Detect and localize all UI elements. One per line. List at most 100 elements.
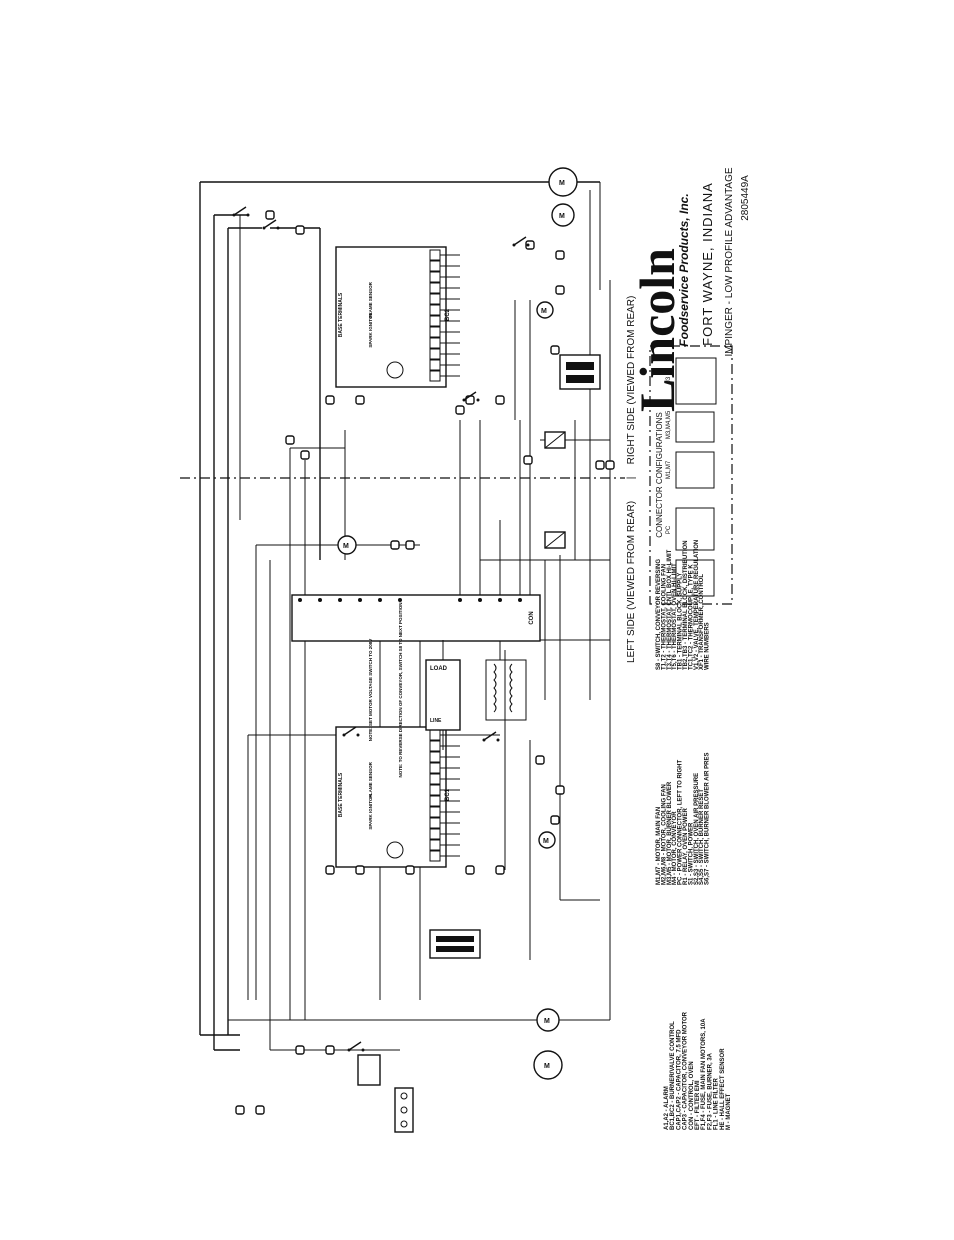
connector-label-pc: PC: [666, 525, 672, 534]
motors: M M M M M M M: [337, 167, 578, 1080]
legend-item: M2,M6,M8 - MOTOR, COOLING FAN: [661, 784, 667, 885]
wire-connector: [525, 240, 535, 250]
wire-connector: [235, 1105, 245, 1115]
motor: M: [536, 1008, 560, 1032]
control-board-id: CON: [529, 611, 535, 624]
legend-item: A1,A2 - ALARM: [664, 1086, 670, 1130]
wire-connector: [265, 210, 275, 220]
wire-connector: [355, 865, 365, 875]
legend-item: M1,M7 - MOTOR, MAIN FAN: [656, 807, 662, 885]
wire-connector: [255, 1105, 265, 1115]
switch: [462, 391, 480, 402]
switch: [347, 1041, 365, 1052]
valve: [544, 531, 566, 549]
svg-text:M: M: [559, 180, 565, 187]
oven-control-board: CON: [291, 594, 541, 642]
svg-text:M: M: [543, 838, 549, 845]
legend-item: M - MAGNET: [726, 1093, 732, 1130]
wire-connector: [535, 755, 545, 765]
legend-item: XF1 - TRANSFORMER, CONTROL: [699, 574, 705, 670]
model-name: IMPINGER - LOW PROFILE ADVANTAGE: [724, 167, 735, 356]
control-pin: [378, 598, 382, 602]
wire-connector: [355, 395, 365, 405]
wire-connector: [325, 865, 335, 875]
legend-item: S8 - SWITCH, CONVEYOR REVERSING: [656, 559, 662, 670]
control-pin: [318, 598, 322, 602]
note-motor-voltage: NOTE: SET MOTOR VOLTAGE SWITCH TO 208V: [368, 639, 373, 741]
legend-item: F1,F4 - FUSE, MAIN FAN MOTORS, 10A: [701, 1018, 707, 1130]
svg-text:M: M: [343, 543, 349, 550]
svg-text:M: M: [559, 213, 565, 220]
legend-item: M4 - MOTOR, CONVEYOR: [672, 811, 678, 885]
wire-connector: [295, 1045, 305, 1055]
svg-text:M: M: [544, 1018, 550, 1025]
svg-text:M: M: [541, 308, 547, 315]
legend-item: BC1,BC2 - BURNER/VALVE CONTROL: [670, 1021, 676, 1130]
control-pin: [398, 598, 402, 602]
company-name: Foodservice Products, Inc.: [677, 193, 691, 346]
control-pin: [498, 598, 502, 602]
control-transformer: [485, 659, 527, 721]
legend-item: S6,S7 - SWITCH, BURNER BLOWER AIR PRES: [705, 753, 711, 885]
title-block: Lincoln Foodservice Products, Inc. FORT …: [629, 167, 751, 412]
wire-connector: [550, 345, 560, 355]
legend-item: T1,T2 - THERMOSTAT, COOLING FAN: [661, 564, 667, 670]
wire-connector: [325, 1045, 335, 1055]
switch: [512, 236, 530, 247]
legend-item: R1 - RELAY, OVEN POWER: [683, 808, 689, 885]
left-board-flame-label: FLAME SENSOR: [368, 761, 373, 798]
left-board-terminals-label: BASE TERMINALS: [338, 772, 344, 817]
wire-connector: [523, 455, 533, 465]
right-board-id: BC2: [445, 308, 451, 321]
legend-item: TC1,TC2 - THERMOCOUPLE, TYPE K: [688, 564, 694, 670]
motor: M: [551, 203, 575, 227]
wire-connector: [550, 815, 560, 825]
legend-item: S1 - SWITCH, POWER: [688, 822, 694, 885]
wire-connector: [300, 450, 310, 460]
switch: [232, 206, 250, 217]
control-pin: [338, 598, 342, 602]
right-side-label: RIGHT SIDE (VIEWED FROM REAR): [626, 296, 637, 465]
legend-item: S2,S3 - SWITCH, OVEN AIR PRESSURE: [694, 773, 700, 885]
legend-item: T5,T6 - THERMOSTAT, OVEN HI-LIMIT: [672, 563, 678, 670]
company-location: FORT WAYNE, INDIANA: [700, 182, 715, 346]
connector-label-m3-m4-m5: M3,M4,M5: [666, 410, 672, 439]
legend-item: M3,M5 - MOTOR, BURNER BLOWER: [667, 781, 673, 885]
wire-connector: [295, 225, 305, 235]
wire-connector: [495, 865, 505, 875]
valve: [544, 431, 566, 449]
motor: M: [548, 167, 578, 197]
side-separator: |: [626, 477, 637, 480]
switch: [482, 731, 500, 742]
left-board-id: BC1: [445, 788, 451, 801]
legend-item: EFT - FILTER EMI: [695, 1080, 701, 1130]
legend-item: TB1 - TERMINAL BLOCK, SUPPLY: [678, 573, 684, 670]
connector-label-j3: J3: [666, 376, 672, 383]
legend-item: F2,F3 - FUSE, BURNER, 3A: [707, 1052, 713, 1130]
legend-item: TB2,TB3 - TERMINAL BLOCK, DISTRIBUTION: [683, 540, 689, 670]
wire-connector: [390, 540, 400, 550]
svg-text:M: M: [544, 1063, 550, 1070]
connector-panel: CONNECTOR CONFIGURATIONS PC M1,M7 M3,M4,…: [649, 345, 733, 605]
distribution-terminal-block-right: [559, 354, 601, 390]
note-reverse-conveyor: NOTE: TO REVERSE DIRECTION OF CONVEYOR, …: [398, 602, 403, 777]
legend-item: CAP1,CAP2 - CAPACITOR, 7.5 MFD: [676, 1029, 682, 1130]
wire-connector: [555, 250, 565, 260]
legend-item: WIRE NUMBERS: [705, 622, 711, 670]
distribution-terminal-block-left: [429, 929, 481, 959]
legend-item: S4,S5 - SWITCH, BURNER RESET: [699, 789, 705, 885]
control-pin: [298, 598, 302, 602]
left-burner-board: BASE TERMINALS SPARK IGNITOR FLAME SENSO…: [335, 726, 460, 868]
control-pin: [358, 598, 362, 602]
switch: [342, 726, 360, 737]
drawing-number: 2805449A: [740, 175, 751, 221]
control-pin: [478, 598, 482, 602]
legend-item: T3,T4 - THERMOSTAT, CNTL BOX HI-LIMIT: [667, 549, 673, 670]
legend-item: PC - POWER CONNECTOR, LEFT TO RIGHT: [678, 760, 684, 885]
wire-connector: [455, 405, 465, 415]
control-pin: [518, 598, 522, 602]
right-board-terminals-label: BASE TERMINALS: [338, 292, 344, 337]
left-side-label: LEFT SIDE (VIEWED FROM REAR): [626, 501, 637, 663]
components: [232, 206, 615, 1115]
